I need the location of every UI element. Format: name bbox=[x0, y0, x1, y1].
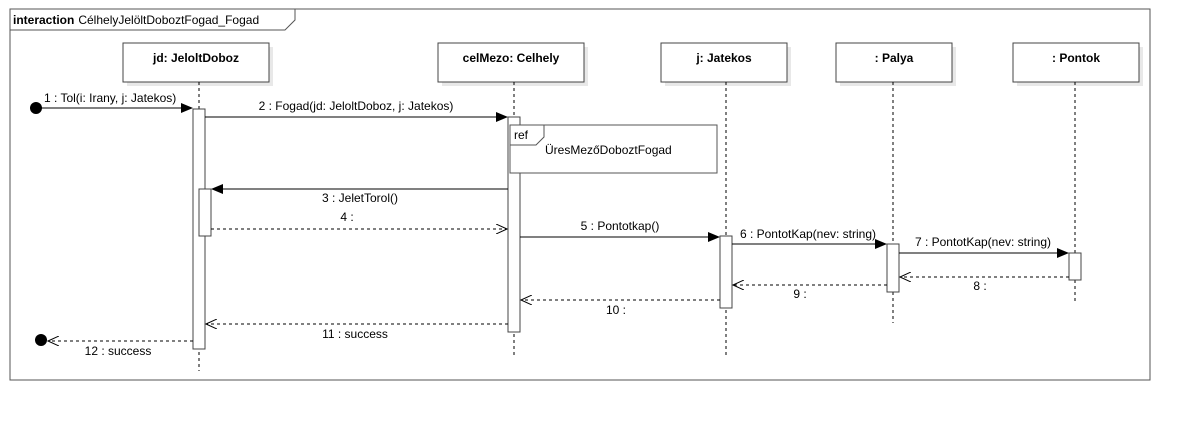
message-3-label: 3 : JeletTorol() bbox=[322, 191, 398, 205]
ref-tag: ref bbox=[514, 128, 529, 142]
message-11-label: 11 : success bbox=[322, 327, 388, 341]
message-arrows bbox=[37, 103, 1069, 341]
message-2-label: 2 : Fogad(jd: JeloltDoboz, j: Jatekos) bbox=[259, 99, 454, 113]
lifeline-label-pontok: : Pontok bbox=[1052, 51, 1100, 65]
message-5-label: 5 : Pontotkap() bbox=[581, 219, 660, 233]
message-1-label: 1 : Tol(i: Irany, j: Jatekos) bbox=[44, 91, 176, 105]
message-8-label: 8 : bbox=[973, 279, 986, 293]
message-9-label: 9 : bbox=[793, 287, 806, 301]
activation-palya bbox=[886, 243, 900, 293]
lifeline-label-palya: : Palya bbox=[875, 51, 914, 65]
message-6-label: 6 : PontotKap(nev: string) bbox=[740, 227, 876, 241]
frame-name: CélhelyJelöltDoboztFogad_Fogad bbox=[78, 13, 259, 27]
lifeline-head-celmezo[interactable] bbox=[437, 42, 585, 83]
ref-text: ÜresMezőDoboztFogad bbox=[545, 143, 672, 157]
found-message-gate bbox=[30, 102, 42, 114]
lost-message-gate bbox=[35, 334, 47, 346]
lifeline-heads: jd: JeloltDoboz celMezo: Celhely j: Jate… bbox=[122, 42, 1143, 86]
lifeline-head-jd[interactable] bbox=[122, 42, 270, 83]
lifeline-head-jatekos[interactable] bbox=[660, 42, 788, 83]
lifeline-label-jd: jd: JeloltDoboz bbox=[152, 51, 239, 65]
lifeline-head-palya[interactable] bbox=[835, 42, 953, 83]
frame-title: interaction CélhelyJelöltDoboztFogad_Foga… bbox=[13, 13, 259, 27]
message-7-label: 7 : PontotKap(nev: string) bbox=[915, 235, 1051, 249]
activation-bars bbox=[192, 108, 1082, 350]
message-labels: 1 : Tol(i: Irany, j: Jatekos) 2 : Fogad(… bbox=[44, 91, 1051, 358]
message-12-label: 12 : success bbox=[85, 344, 152, 358]
lifeline-label-jatekos: j: Jatekos bbox=[695, 51, 752, 65]
interaction-frame: interaction CélhelyJelöltDoboztFogad_Foga… bbox=[9, 8, 1151, 381]
activation-jatekos bbox=[719, 235, 733, 309]
message-10-label: 10 : bbox=[606, 303, 626, 317]
activation-pontok bbox=[1068, 252, 1082, 281]
frame-keyword: interaction bbox=[13, 13, 74, 27]
ref-fragment[interactable]: ref ÜresMezőDoboztFogad bbox=[509, 124, 718, 174]
activation-jd-nested bbox=[198, 188, 212, 237]
lifeline-label-celmezo: celMezo: Celhely bbox=[463, 51, 560, 65]
message-4-label: 4 : bbox=[340, 210, 353, 224]
lifeline-head-pontok[interactable] bbox=[1012, 42, 1140, 83]
